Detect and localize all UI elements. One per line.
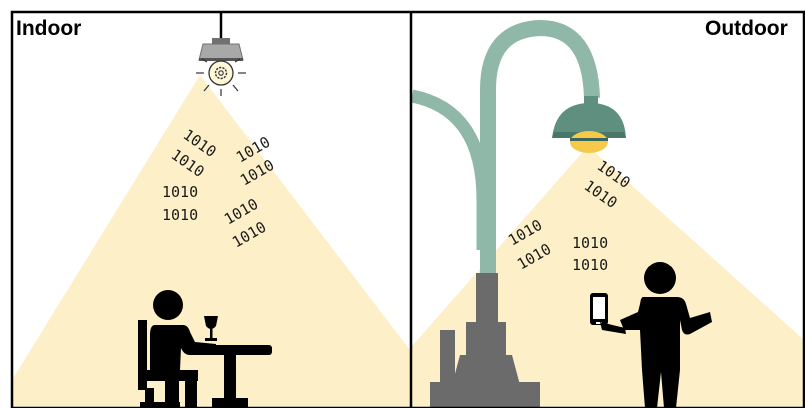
indoor-code-5: 1010 [162, 183, 198, 201]
outdoor-code-6: 1010 [572, 256, 608, 274]
indoor-panel: 1010 1010 1010 1010 1010 1010 1010 1010 [12, 12, 410, 408]
indoor-title: Indoor [16, 18, 81, 39]
indoor-code-6: 1010 [162, 206, 198, 224]
indoor-light-beam [12, 75, 410, 407]
outdoor-panel: 1010 1010 1010 1010 1010 1010 [412, 28, 804, 408]
outdoor-code-5: 1010 [572, 234, 608, 252]
outdoor-title: Outdoor [705, 18, 788, 39]
